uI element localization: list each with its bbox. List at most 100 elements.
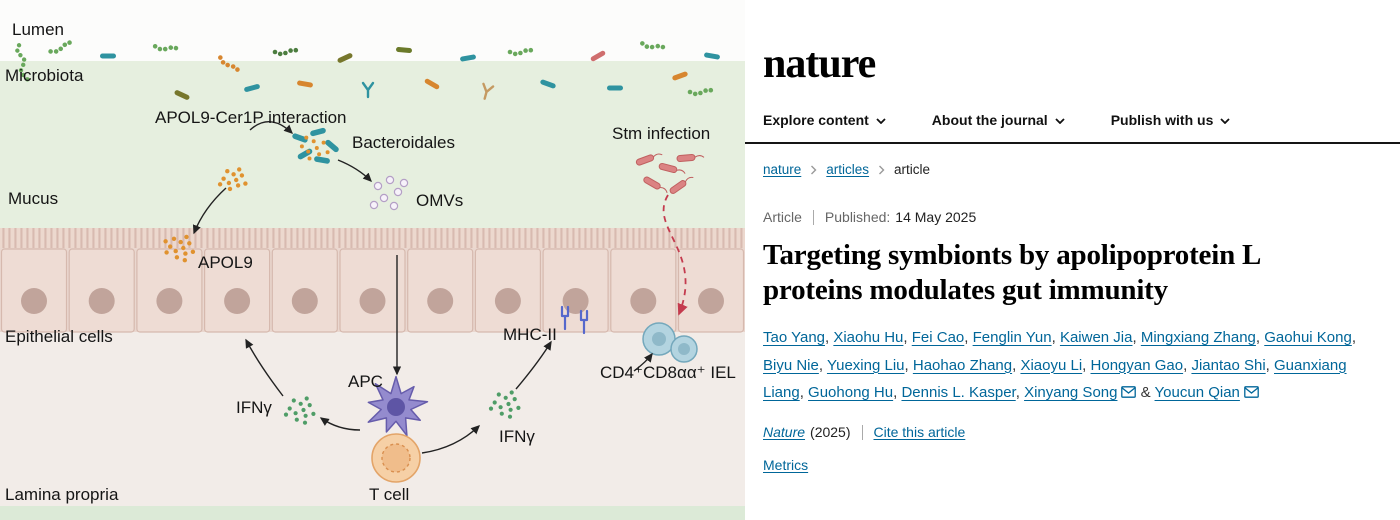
arrow-label-to-cluster [249, 121, 294, 134]
label-omvs: OMVs [416, 191, 464, 210]
label-apol9-cer1p: APOL9-Cer1P interaction [155, 108, 347, 127]
author-link[interactable]: Fenglin Yun [972, 328, 1052, 346]
author-separator: , [964, 328, 973, 346]
envelope-icon [1244, 386, 1259, 399]
chevron-right-icon [811, 165, 817, 174]
bacterium-icon [672, 71, 688, 81]
arrow-ifng-to-mhc2 [515, 340, 552, 390]
author-separator: , [1183, 356, 1192, 374]
nature-logo[interactable]: nature [763, 41, 876, 87]
bacterium-icon [590, 50, 606, 62]
author-link[interactable]: Biyu Nie [763, 356, 819, 374]
author-link[interactable]: Jiantao Shi [1191, 356, 1266, 374]
author-link[interactable]: Xiaohu Hu [833, 328, 904, 346]
microbiota-bacteria [15, 40, 720, 100]
author-separator: , [1265, 356, 1274, 374]
author-separator: , [903, 328, 912, 346]
ifng-cluster-left [283, 396, 316, 425]
bacterium-icon [704, 52, 720, 60]
bacterium-icon [100, 53, 116, 59]
arrow-ifng-to-epithelium [245, 338, 284, 397]
bacterium-icon [48, 40, 72, 54]
author-list: Tao Yang, Xiaohu Hu, Fei Cao, Fenglin Yu… [763, 324, 1374, 407]
author-separator: , [1351, 328, 1356, 346]
nav-item-publish-with-us[interactable]: Publish with us [1111, 112, 1231, 128]
brush-border [0, 228, 745, 248]
author-link[interactable]: Fei Cao [911, 328, 965, 346]
stm-cluster [635, 153, 705, 194]
label-stm-infection: Stm infection [612, 124, 711, 143]
bacterium-icon [540, 79, 556, 89]
apc-cell [367, 375, 429, 437]
article-panel: nature Explore content About the journal P… [745, 0, 1400, 520]
bacterium-icon [244, 84, 260, 92]
breadcrumb-nature[interactable]: nature [763, 162, 802, 177]
figure-arrows [192, 121, 688, 454]
bacterium-icon [507, 47, 534, 57]
bacterium-icon [687, 87, 714, 97]
article-title: Targeting symbionts by apolipoprotein L … [763, 239, 1260, 307]
label-ifng-right: IFNγ [499, 427, 535, 446]
top-nav: Explore content About the journal Publish … [763, 112, 1374, 128]
epithelial-cell-row [0, 248, 745, 333]
bacterium-icon [482, 82, 495, 100]
author-separator: , [1082, 356, 1091, 374]
email-author-button[interactable] [1244, 384, 1259, 401]
author-link[interactable]: Guohong Hu [808, 384, 894, 402]
author-link[interactable]: Tao Yang [763, 328, 825, 346]
figure-panel: Lumen Microbiota APOL9-Cer1P interaction… [0, 20, 745, 520]
jref-divider [861, 424, 863, 440]
label-lumen: Lumen [12, 20, 64, 39]
cer1p-specks [299, 135, 330, 161]
author-separator: & [1136, 384, 1155, 402]
author-link[interactable]: Xinyang Song [1024, 384, 1118, 402]
metrics-link[interactable]: Metrics [763, 457, 809, 473]
author-separator: , [818, 356, 827, 374]
bacterium-icon [460, 54, 476, 62]
omv-cluster [369, 175, 409, 211]
bacterium-icon [640, 41, 666, 50]
article-meta: Article Published: 14 May 2025 [763, 209, 1374, 225]
author-link[interactable]: Guanxiang Liang [763, 356, 1347, 402]
author-separator: , [904, 356, 913, 374]
label-bacteroidales: Bacteroidales [352, 133, 456, 152]
chevron-down-icon [876, 118, 886, 124]
breadcrumb-articles[interactable]: articles [826, 162, 870, 177]
journal-link[interactable]: Nature [763, 424, 806, 440]
journal-ref: Nature (2025) Cite this article [763, 424, 1374, 440]
cite-link[interactable]: Cite this article [873, 424, 966, 440]
bottom-strip [0, 506, 745, 520]
bacterium-icon [424, 78, 440, 90]
apol9-specks-lower [163, 234, 196, 263]
iel-cells [642, 322, 698, 363]
author-link[interactable]: Xiaoyu Li [1020, 356, 1083, 374]
bacterium-icon [218, 55, 240, 72]
author-link[interactable]: Youcun Qian [1154, 384, 1240, 402]
author-link[interactable]: Mingxiang Zhang [1140, 328, 1256, 346]
author-link[interactable]: Gaohui Kong [1264, 328, 1352, 346]
author-link[interactable]: Hongyan Gao [1090, 356, 1184, 374]
apol9-specks-upper [217, 167, 248, 192]
meta-divider [812, 209, 814, 225]
nav-item-about-the-journal[interactable]: About the journal [932, 112, 1065, 128]
author-separator: , [799, 384, 809, 402]
nav-item-explore-content[interactable]: Explore content [763, 112, 886, 128]
label-ifng-left: IFNγ [236, 398, 272, 417]
author-link[interactable]: Yuexing Liu [826, 356, 905, 374]
author-link[interactable]: Haohao Zhang [912, 356, 1013, 374]
label-iel: CD4⁺CD8αα⁺ IEL [600, 363, 736, 382]
author-link[interactable]: Dennis L. Kasper [901, 384, 1016, 402]
chevron-right-icon [879, 165, 885, 174]
bacterium-icon [152, 43, 179, 52]
author-separator: , [825, 328, 834, 346]
arrow-label-to-iel [633, 352, 653, 372]
bacterium-icon [272, 47, 299, 57]
bacterium-icon [396, 47, 412, 53]
ifng-cluster-right [488, 390, 521, 419]
article-type-label: Article [763, 209, 802, 225]
email-author-button[interactable] [1121, 384, 1137, 401]
author-separator: , [893, 384, 902, 402]
author-link[interactable]: Kaiwen Jia [1059, 328, 1133, 346]
